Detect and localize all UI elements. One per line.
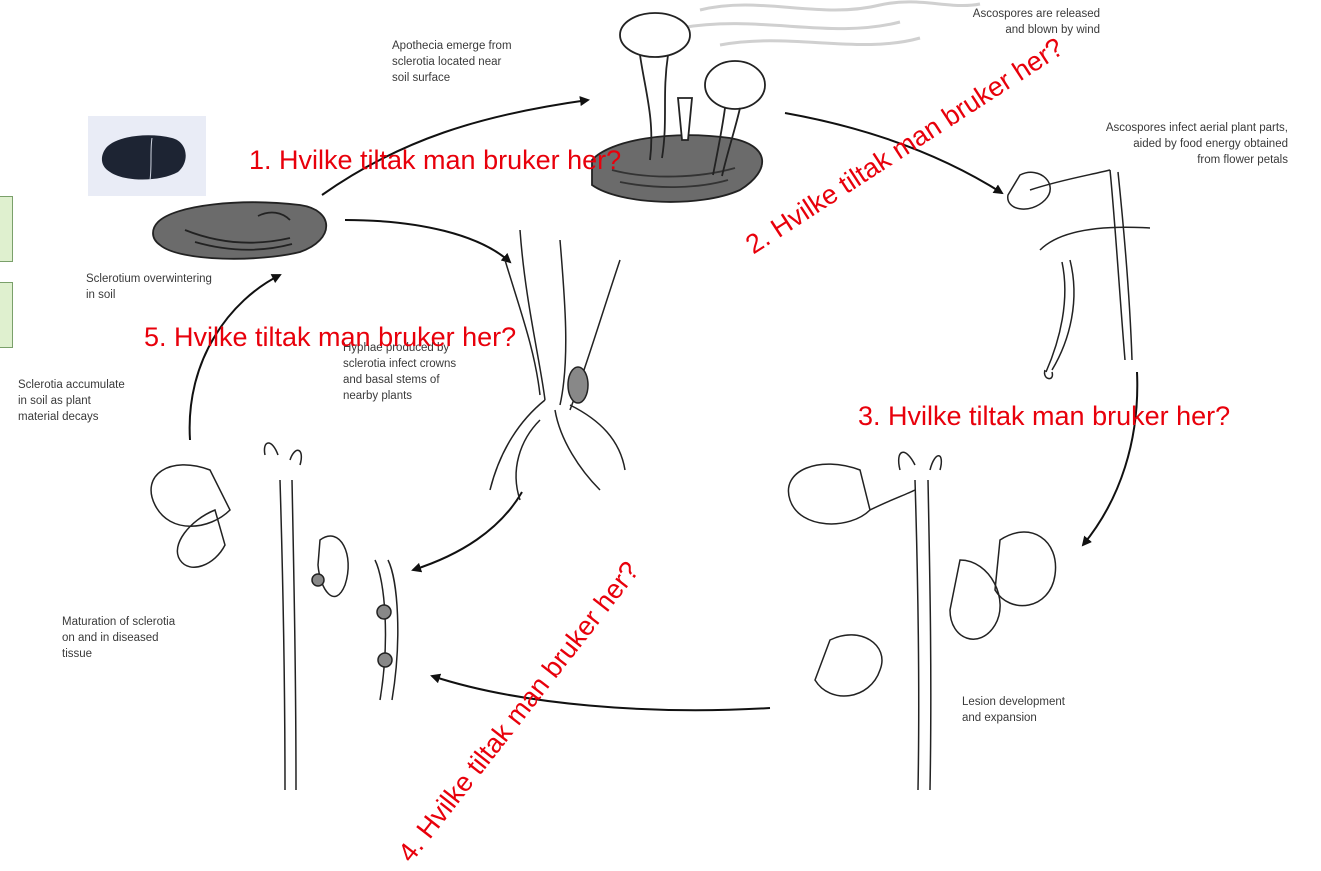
- edge-shape-top: [0, 196, 13, 262]
- lesion-plant-illustration: [788, 452, 1055, 790]
- question-1: 1. Hvilke tiltak man bruker her?: [249, 147, 621, 174]
- label-lesion: Lesion development and expansion: [962, 694, 1065, 726]
- arrow-sclerotium-to-hyphae: [345, 220, 510, 262]
- hyphae-root-illustration: [490, 230, 625, 500]
- arrow-lesion-to-maturation: [432, 676, 770, 710]
- question-5: 5. Hvilke tiltak man bruker her?: [144, 324, 516, 351]
- label-sclerotia-accumulate: Sclerotia accumulate in soil as plant ma…: [18, 377, 125, 425]
- arrow-flower-to-lesion: [1083, 372, 1137, 545]
- question-3: 3. Hvilke tiltak man bruker her?: [858, 403, 1230, 430]
- label-ascospores-released: Ascospores are released and blown by win…: [900, 6, 1100, 38]
- label-ascospores-infect: Ascospores infect aerial plant parts, ai…: [1060, 120, 1288, 168]
- flower-plant-illustration: [1008, 170, 1150, 379]
- sclerotium-illustration: [153, 202, 326, 258]
- maturation-plant-illustration: [151, 443, 398, 790]
- edge-shape-bottom: [0, 282, 13, 348]
- label-sclerotium-overwintering: Sclerotium overwintering in soil: [86, 271, 212, 303]
- arrow-hyphae-to-maturation: [413, 492, 522, 570]
- label-apothecia: Apothecia emerge from sclerotia located …: [392, 38, 512, 86]
- sclerotium-photo: [88, 116, 206, 196]
- label-maturation: Maturation of sclerotia on and in diseas…: [62, 614, 175, 662]
